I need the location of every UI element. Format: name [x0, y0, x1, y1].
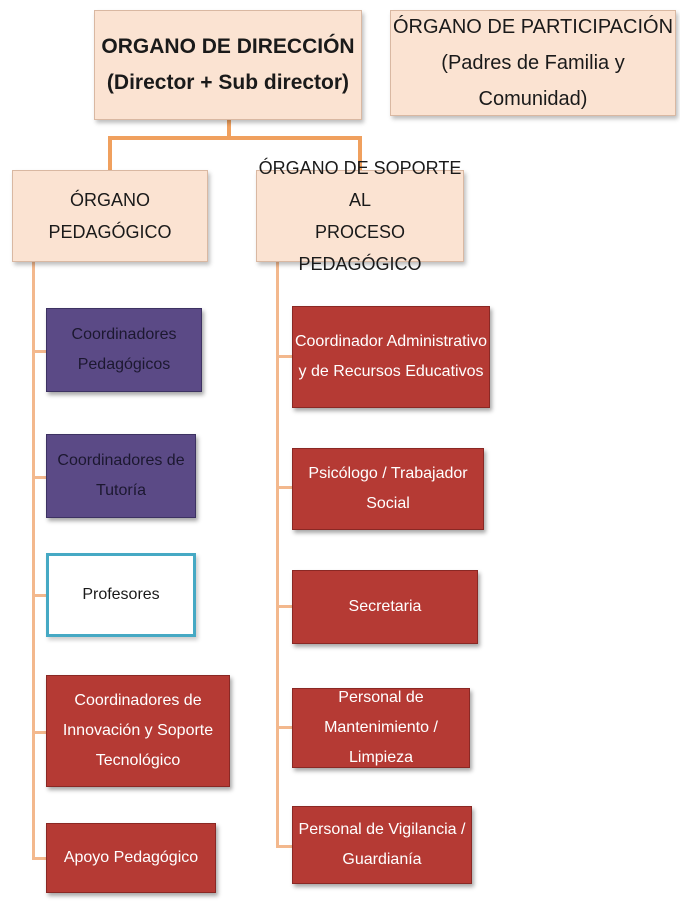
organo-direccion-box: ORGANO DE DIRECCIÓN (Director + Sub dire…: [94, 10, 362, 120]
connector-sop-item-3: [276, 605, 294, 608]
ped-item-label-line3: Tecnológico: [95, 752, 181, 769]
organo-direccion-title: ORGANO DE DIRECCIÓN: [101, 35, 355, 58]
sop-item-label-line2: Guardianía: [342, 851, 422, 868]
sop-item-label-line2: Social: [366, 495, 410, 512]
sop-item-coordinador-administrativo: Coordinador Administrativo y de Recursos…: [292, 306, 490, 408]
organo-pedagogico-box: ÓRGANO PEDAGÓGICO: [12, 170, 208, 262]
connector-sop-item-5: [276, 845, 294, 848]
organo-soporte-title-line1: ÓRGANO DE SOPORTE AL: [258, 158, 462, 210]
ped-item-label-line2: Tutoría: [95, 482, 147, 499]
ped-item-label-line1: Coordinadores: [71, 326, 177, 343]
organo-pedagogico-title: ÓRGANO PEDAGÓGICO: [48, 190, 172, 242]
ped-item-label-line1: Profesores: [82, 586, 160, 603]
ped-item-apoyo-pedagogico: Apoyo Pedagógico: [46, 823, 216, 893]
connector-ped-item-1: [32, 350, 48, 353]
connector-direccion-down: [227, 120, 231, 138]
ped-item-label-line1: Coordinadores de: [57, 452, 185, 469]
organo-direccion-subtitle: (Director + Sub director): [106, 71, 350, 94]
organo-soporte-box: ÓRGANO DE SOPORTE AL PROCESO PEDAGÓGICO: [256, 158, 464, 274]
connector-to-pedagogico: [108, 136, 112, 170]
sop-item-label-line1: Personal de: [338, 689, 424, 706]
connector-sop-item-4: [276, 726, 294, 729]
sop-item-label-line1: Psicólogo / Trabajador: [308, 465, 468, 482]
sop-item-label-line2: Mantenimiento / Limpieza: [324, 719, 438, 766]
connector-horizontal-top: [108, 136, 362, 140]
connector-soporte-vertical: [276, 262, 279, 848]
organo-participacion-title: ÓRGANO DE PARTICIPACIÓN: [392, 16, 674, 38]
sop-item-label-line2: y de Recursos Educativos: [298, 363, 484, 380]
ped-item-coordinadores-innovacion: Coordinadores de Innovación y Soporte Te…: [46, 675, 230, 787]
sop-item-label-line1: Personal de Vigilancia /: [298, 821, 466, 838]
ped-item-label-line1: Coordinadores de: [74, 692, 202, 709]
organo-soporte-title-line2: PROCESO PEDAGÓGICO: [298, 222, 422, 274]
organo-participacion-subtitle: (Padres de Familia y Comunidad): [441, 52, 625, 110]
sop-item-personal-mantenimiento: Personal de Mantenimiento / Limpieza: [292, 688, 470, 768]
connector-ped-item-2: [32, 476, 48, 479]
connector-ped-item-3: [32, 594, 48, 597]
connector-ped-item-5: [32, 857, 48, 860]
ped-item-label-line2: Pedagógicos: [77, 356, 171, 373]
connector-sop-item-1: [276, 355, 294, 358]
sop-item-label-line1: Secretaria: [348, 598, 422, 615]
sop-item-label-line1: Coordinador Administrativo: [294, 333, 488, 350]
connector-to-soporte: [358, 136, 362, 170]
ped-item-coordinadores-tutoria: Coordinadores de Tutoría: [46, 434, 196, 518]
ped-item-label-line1: Apoyo Pedagógico: [63, 849, 199, 866]
organo-participacion-box: ÓRGANO DE PARTICIPACIÓN (Padres de Famil…: [390, 10, 676, 116]
sop-item-secretaria: Secretaria: [292, 570, 478, 644]
ped-item-profesores: Profesores: [46, 553, 196, 637]
sop-item-psicologo: Psicólogo / Trabajador Social: [292, 448, 484, 530]
connector-ped-item-4: [32, 731, 48, 734]
sop-item-personal-vigilancia: Personal de Vigilancia / Guardianía: [292, 806, 472, 884]
connector-pedagogico-vertical: [32, 262, 35, 859]
connector-sop-item-2: [276, 486, 294, 489]
ped-item-coordinadores-pedagogicos: Coordinadores Pedagógicos: [46, 308, 202, 392]
ped-item-label-line2: Innovación y Soporte: [62, 722, 214, 739]
